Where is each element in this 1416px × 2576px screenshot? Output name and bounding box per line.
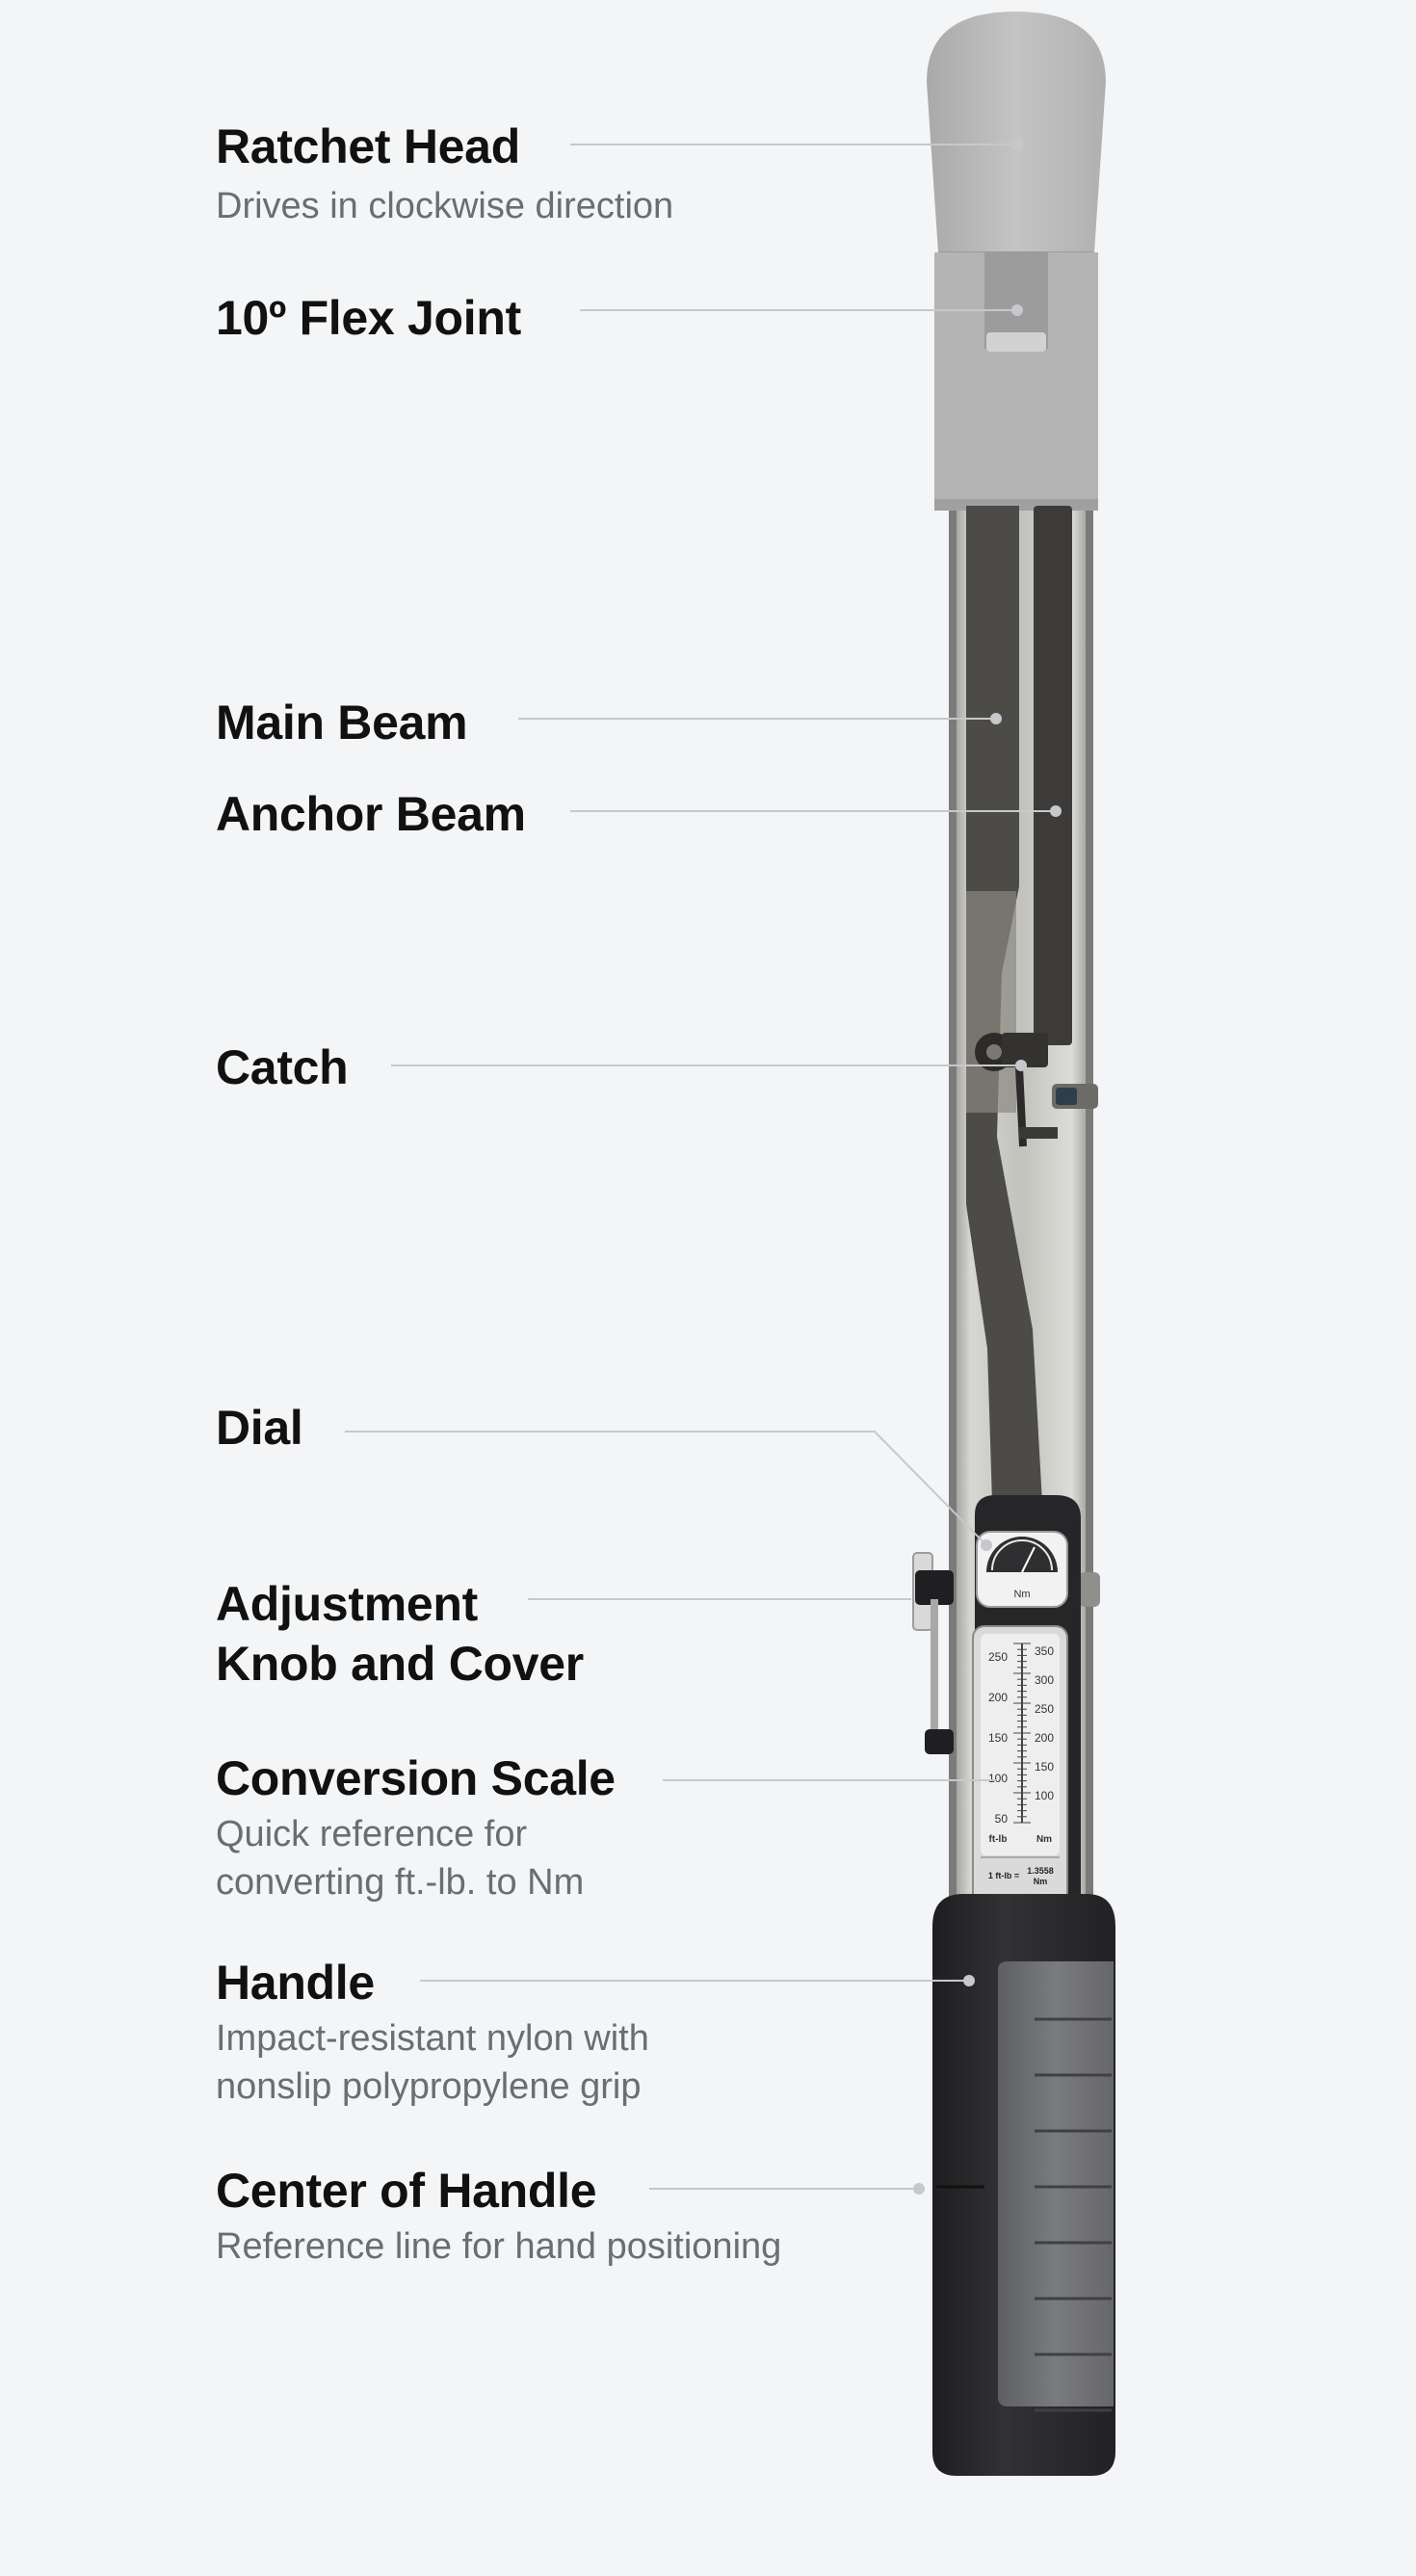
callout-title: Dial (216, 1401, 303, 1455)
dial-unit-label: Nm (1013, 1589, 1030, 1600)
callout-title: Anchor Beam (216, 787, 526, 841)
callout-title-line-2: Knob and Cover (216, 1637, 584, 1691)
scale-ftlb-tick-label: 200 (988, 1691, 1008, 1704)
callout-center-of-handle: Center of Handle Reference line for hand… (216, 2161, 781, 2271)
scale-nm-label: Nm (1036, 1834, 1052, 1845)
scale-conversion-left: 1 ft-lb = (988, 1871, 1019, 1880)
scale-nm-tick-label: 150 (1035, 1760, 1054, 1774)
callout-anchor-beam: Anchor Beam (216, 784, 526, 844)
callout-title: Main Beam (216, 696, 468, 749)
callout-description-line-2: converting ft.-lb. to Nm (216, 1862, 585, 1903)
scale-ftlb-tick-label: 250 (988, 1650, 1008, 1664)
callout-ratchet-head: Ratchet Head Drives in clockwise directi… (216, 117, 673, 230)
scale-ftlb-label: ft-lb (989, 1834, 1008, 1845)
ratchet-head-shape (927, 12, 1106, 253)
scale-conversion-value: 1.3558 (1027, 1866, 1054, 1876)
handle-shape (932, 1894, 1115, 2476)
callout-catch: Catch (216, 1038, 349, 1097)
callout-description: Quick reference for (216, 1814, 528, 1854)
callout-title: Center of Handle (216, 2164, 597, 2218)
callout-adjustment-knob: Adjustment Knob and Cover (216, 1574, 584, 1694)
callout-description-line-2: nonslip polypropylene grip (216, 2066, 642, 2107)
leader-dial (345, 1431, 987, 1546)
main-beam-shape (966, 506, 1042, 1503)
adjustment-knob-shape (912, 1552, 1100, 1754)
scale-nm-ticks: 350 300 250 200 150 100 (1035, 1644, 1054, 1802)
scale-ticks (1013, 1643, 1031, 1824)
callout-title: Catch (216, 1040, 349, 1094)
callout-title: Ratchet Head (216, 119, 520, 173)
callout-conversion-scale: Conversion Scale Quick reference for con… (216, 1748, 616, 1906)
callout-flex-joint: 10º Flex Joint (216, 288, 521, 348)
scale-nm-tick-label: 300 (1035, 1673, 1054, 1687)
callout-main-beam: Main Beam (216, 693, 468, 752)
scale-nm-tick-label: 200 (1035, 1731, 1054, 1745)
callout-title: Handle (216, 1956, 375, 2010)
leader-lines (345, 144, 1056, 2190)
scale-nm-tick-label: 250 (1035, 1702, 1054, 1716)
flex-joint-shape (934, 252, 1098, 511)
dial-shape: Nm (976, 1531, 1068, 1608)
callout-description: Drives in clockwise direction (216, 186, 674, 226)
grip-ridges (1035, 2017, 1112, 2412)
callout-description: Impact-resistant nylon with (216, 2018, 649, 2059)
scale-ftlb-tick-label: 100 (988, 1772, 1008, 1785)
scale-ftlb-tick-label: 50 (995, 1812, 1009, 1826)
callout-title: 10º Flex Joint (216, 291, 521, 345)
scale-ftlb-tick-label: 150 (988, 1731, 1008, 1745)
leader-dots (913, 139, 1062, 2195)
callout-handle: Handle Impact-resistant nylon with nonsl… (216, 1953, 649, 2111)
callout-description: Reference line for hand positioning (216, 2226, 782, 2267)
scale-nm-tick-label: 100 (1035, 1789, 1054, 1802)
anchor-beam-shape (1034, 506, 1072, 1045)
callout-title: Conversion Scale (216, 1751, 616, 1805)
scale-ftlb-ticks: 250 200 150 100 50 (988, 1650, 1008, 1826)
catch-shape (975, 1033, 1098, 1147)
callout-title: Adjustment (216, 1577, 479, 1631)
callout-dial: Dial (216, 1398, 303, 1458)
scale-conversion-unit: Nm (1034, 1877, 1048, 1886)
scale-nm-tick-label: 350 (1035, 1644, 1054, 1658)
